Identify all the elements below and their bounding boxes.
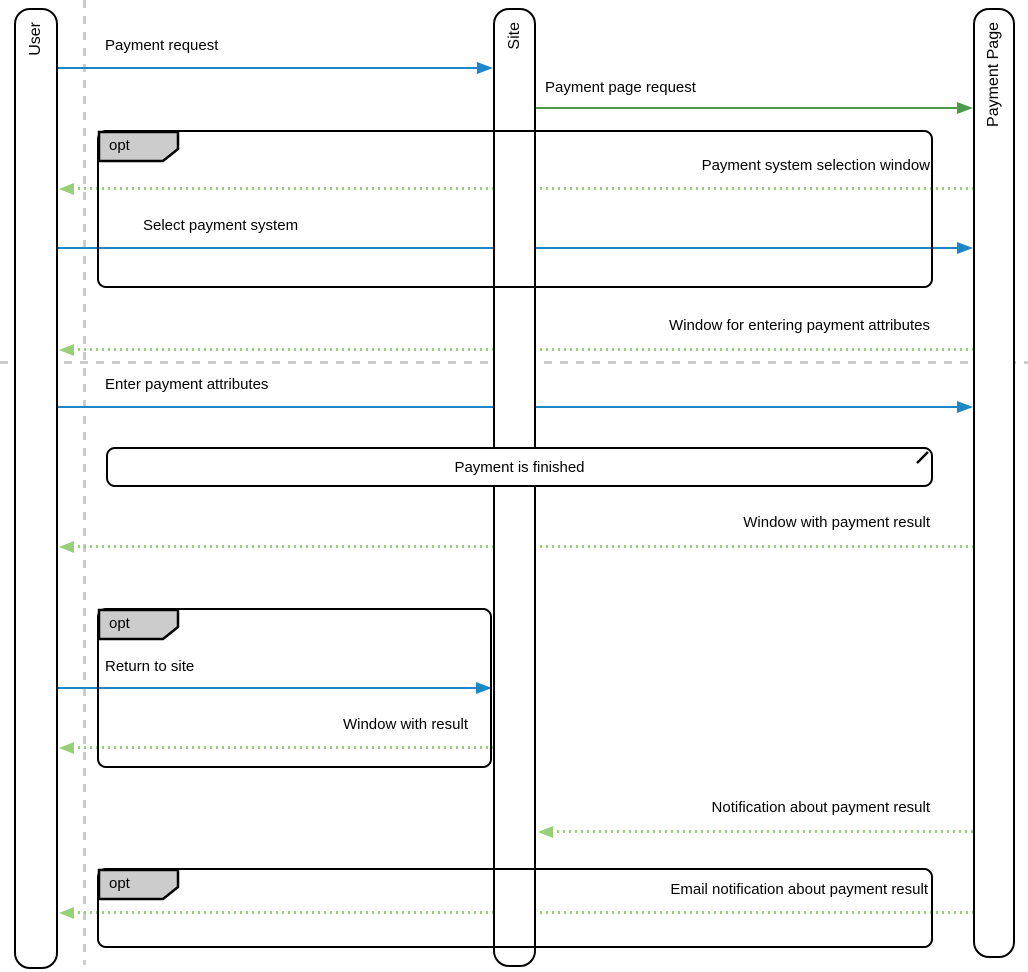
message-label-enter-payment-attributes: Enter payment attributes	[105, 376, 269, 393]
arrowhead-right-icon	[957, 242, 973, 254]
lifeline-user-label: User	[27, 22, 44, 56]
fragment-operator-label: opt	[109, 875, 130, 892]
message-line-payment-page-request	[536, 107, 961, 109]
message-label-payment-page-request: Payment page request	[545, 79, 696, 96]
page-divider-vertical	[83, 0, 86, 965]
note-text: Payment is finished	[454, 458, 585, 476]
arrowhead-left-icon	[59, 183, 74, 195]
note-fold-icon	[916, 451, 929, 464]
message-label-payment-request: Payment request	[105, 37, 219, 54]
arrowhead-left-icon	[59, 907, 74, 919]
message-label-window-payment-result: Window with payment result	[743, 514, 930, 531]
message-line-window-with-result	[72, 746, 493, 749]
arrowhead-right-icon	[476, 682, 492, 694]
message-line-return-to-site	[58, 687, 478, 689]
fragment-opt-1: opt	[97, 130, 933, 288]
fragment-tab-icon	[97, 868, 180, 901]
message-label-window-entering-attributes: Window for entering payment attributes	[669, 317, 930, 334]
note-payment-finished: Payment is finished	[106, 447, 933, 487]
fragment-opt-2: opt	[97, 608, 492, 768]
lifeline-payment-page-label: Payment Page	[985, 22, 1002, 127]
fragment-operator-label: opt	[109, 615, 130, 632]
arrowhead-left-icon	[59, 742, 74, 754]
arrowhead-right-icon	[957, 401, 973, 413]
message-label-notification-payment-result: Notification about payment result	[711, 799, 930, 816]
arrowhead-left-icon	[538, 826, 553, 838]
fragment-tab-icon	[97, 608, 180, 641]
message-line-notification-payment-result	[551, 830, 973, 833]
arrowhead-right-icon	[957, 102, 973, 114]
message-label-return-to-site: Return to site	[105, 658, 195, 675]
message-label-email-notification: Email notification about payment result	[670, 881, 928, 898]
fragment-operator-label: opt	[109, 137, 130, 154]
message-label-select-payment-system: Select payment system	[143, 217, 299, 234]
arrowhead-right-icon	[477, 62, 493, 74]
arrowhead-left-icon	[59, 541, 74, 553]
message-label-window-with-result: Window with result	[342, 716, 468, 733]
message-line-payment-request	[58, 67, 481, 69]
fragment-tab-icon	[97, 130, 180, 163]
message-label-payment-system-selection-window: Payment system selection window	[701, 157, 930, 174]
arrowhead-left-icon	[59, 344, 74, 356]
fragment-opt-3: opt	[97, 868, 933, 948]
lifeline-payment-page: Payment Page	[973, 8, 1015, 958]
lifeline-user: User	[14, 8, 58, 969]
lifeline-site: Site	[493, 8, 536, 967]
lifeline-site-label: Site	[505, 22, 523, 50]
